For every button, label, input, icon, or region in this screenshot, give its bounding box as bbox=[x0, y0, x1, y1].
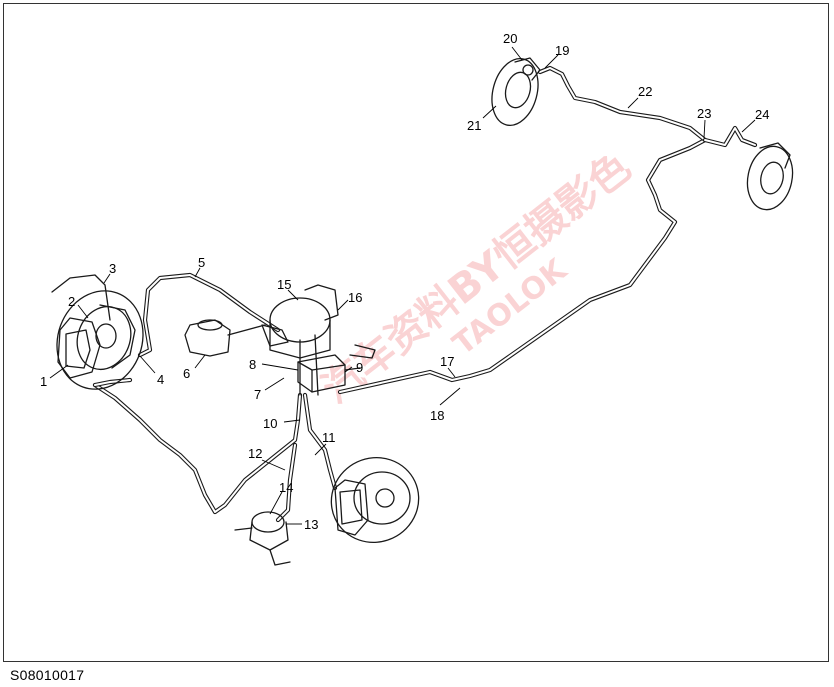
diagram-frame bbox=[3, 3, 829, 662]
callout-labels: 1 2 3 4 5 6 7 8 9 10 11 12 13 14 15 16 1… bbox=[40, 31, 769, 532]
booster-master-cylinder bbox=[261, 284, 339, 396]
rear-left-brake bbox=[491, 57, 541, 126]
callout-9: 9 bbox=[356, 360, 363, 375]
callout-19: 19 bbox=[555, 43, 569, 58]
front-right-brake bbox=[330, 456, 420, 544]
callout-15: 15 bbox=[277, 277, 291, 292]
brake-lines bbox=[92, 65, 758, 523]
callout-13: 13 bbox=[304, 517, 318, 532]
abs-unit bbox=[297, 344, 376, 393]
callout-14: 14 bbox=[279, 480, 293, 495]
callout-12: 12 bbox=[248, 446, 262, 461]
rear-right-brake bbox=[746, 142, 794, 211]
callout-10: 10 bbox=[263, 416, 277, 431]
figure-code: S08010017 bbox=[10, 667, 85, 683]
callout-18: 18 bbox=[430, 408, 444, 423]
callout-22: 22 bbox=[638, 84, 652, 99]
callout-1: 1 bbox=[40, 374, 47, 389]
callout-17: 17 bbox=[440, 354, 454, 369]
callout-8: 8 bbox=[249, 357, 256, 372]
callout-23: 23 bbox=[697, 106, 711, 121]
callout-2: 2 bbox=[68, 294, 75, 309]
front-left-brake bbox=[51, 274, 144, 390]
callout-6: 6 bbox=[183, 366, 190, 381]
callout-3: 3 bbox=[109, 261, 116, 276]
callout-11: 11 bbox=[322, 430, 336, 445]
reservoir bbox=[184, 319, 266, 357]
pressure-valve bbox=[234, 511, 291, 566]
brake-system-diagram: 汽车资料BY恒摄影色 TAOLOK bbox=[40, 31, 794, 566]
callout-20: 20 bbox=[503, 31, 517, 46]
callout-7: 7 bbox=[254, 387, 261, 402]
callout-24: 24 bbox=[755, 107, 769, 122]
leader-lines bbox=[49, 46, 756, 525]
callout-16: 16 bbox=[348, 290, 362, 305]
callout-21: 21 bbox=[467, 118, 481, 133]
callout-4: 4 bbox=[157, 372, 164, 387]
callout-5: 5 bbox=[198, 255, 205, 270]
